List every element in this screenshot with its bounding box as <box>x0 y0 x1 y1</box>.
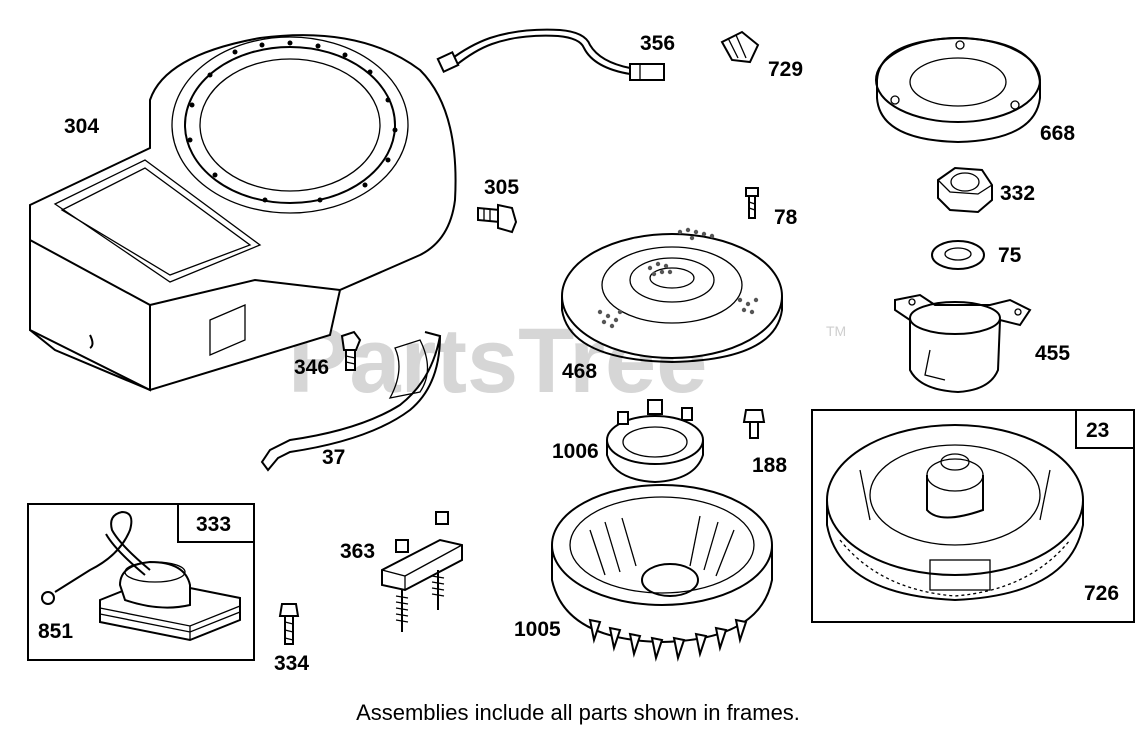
label-726: 726 <box>1084 582 1119 605</box>
part-78-screw[interactable] <box>745 187 759 219</box>
part-1006-ratchet[interactable] <box>606 399 704 484</box>
label-75: 75 <box>998 244 1022 267</box>
label-305: 305 <box>484 176 519 199</box>
part-333-armature[interactable] <box>99 560 241 642</box>
part-188-screw[interactable] <box>742 409 766 439</box>
label-668: 668 <box>1040 122 1075 145</box>
frame-23 <box>811 409 1135 623</box>
part-356-wire[interactable] <box>436 28 665 81</box>
part-75-washer[interactable] <box>931 240 985 270</box>
label-356: 356 <box>640 32 675 55</box>
caption: Assemblies include all parts shown in fr… <box>356 700 800 725</box>
label-332: 332 <box>1000 182 1035 205</box>
frame-333-label: 333 <box>196 513 231 536</box>
part-726-flywheel-ring-gear[interactable] <box>826 424 1084 602</box>
part-304-blower-housing[interactable] <box>29 34 457 392</box>
label-729: 729 <box>768 58 803 81</box>
label-468: 468 <box>562 360 597 383</box>
part-668-plate[interactable] <box>875 36 1041 144</box>
part-334-screw[interactable] <box>278 603 300 645</box>
part-37-air-vane[interactable] <box>260 331 442 472</box>
label-188: 188 <box>752 454 787 477</box>
part-363-bracket[interactable] <box>381 511 463 632</box>
label-363: 363 <box>340 540 375 563</box>
part-468-rotating-screen[interactable] <box>561 227 783 364</box>
part-346-screw[interactable] <box>340 330 362 371</box>
frame-23-label: 23 <box>1086 419 1109 442</box>
label-1005: 1005 <box>514 618 561 641</box>
label-346: 346 <box>294 356 329 379</box>
label-455: 455 <box>1035 342 1070 365</box>
frame-333 <box>27 503 255 661</box>
label-37: 37 <box>322 446 345 469</box>
part-455-clutch-housing[interactable] <box>894 293 1032 394</box>
label-851: 851 <box>38 620 73 643</box>
part-332-nut[interactable] <box>937 166 993 214</box>
part-851-lead-wire[interactable] <box>41 510 151 605</box>
part-1005-flywheel[interactable] <box>551 484 773 662</box>
watermark-trademark: TM <box>826 323 846 339</box>
part-729-boot[interactable] <box>720 30 760 64</box>
label-334: 334 <box>274 652 309 675</box>
label-304: 304 <box>64 115 99 138</box>
part-305-screw[interactable] <box>477 203 518 234</box>
label-1006: 1006 <box>552 440 599 463</box>
label-78: 78 <box>774 206 798 229</box>
